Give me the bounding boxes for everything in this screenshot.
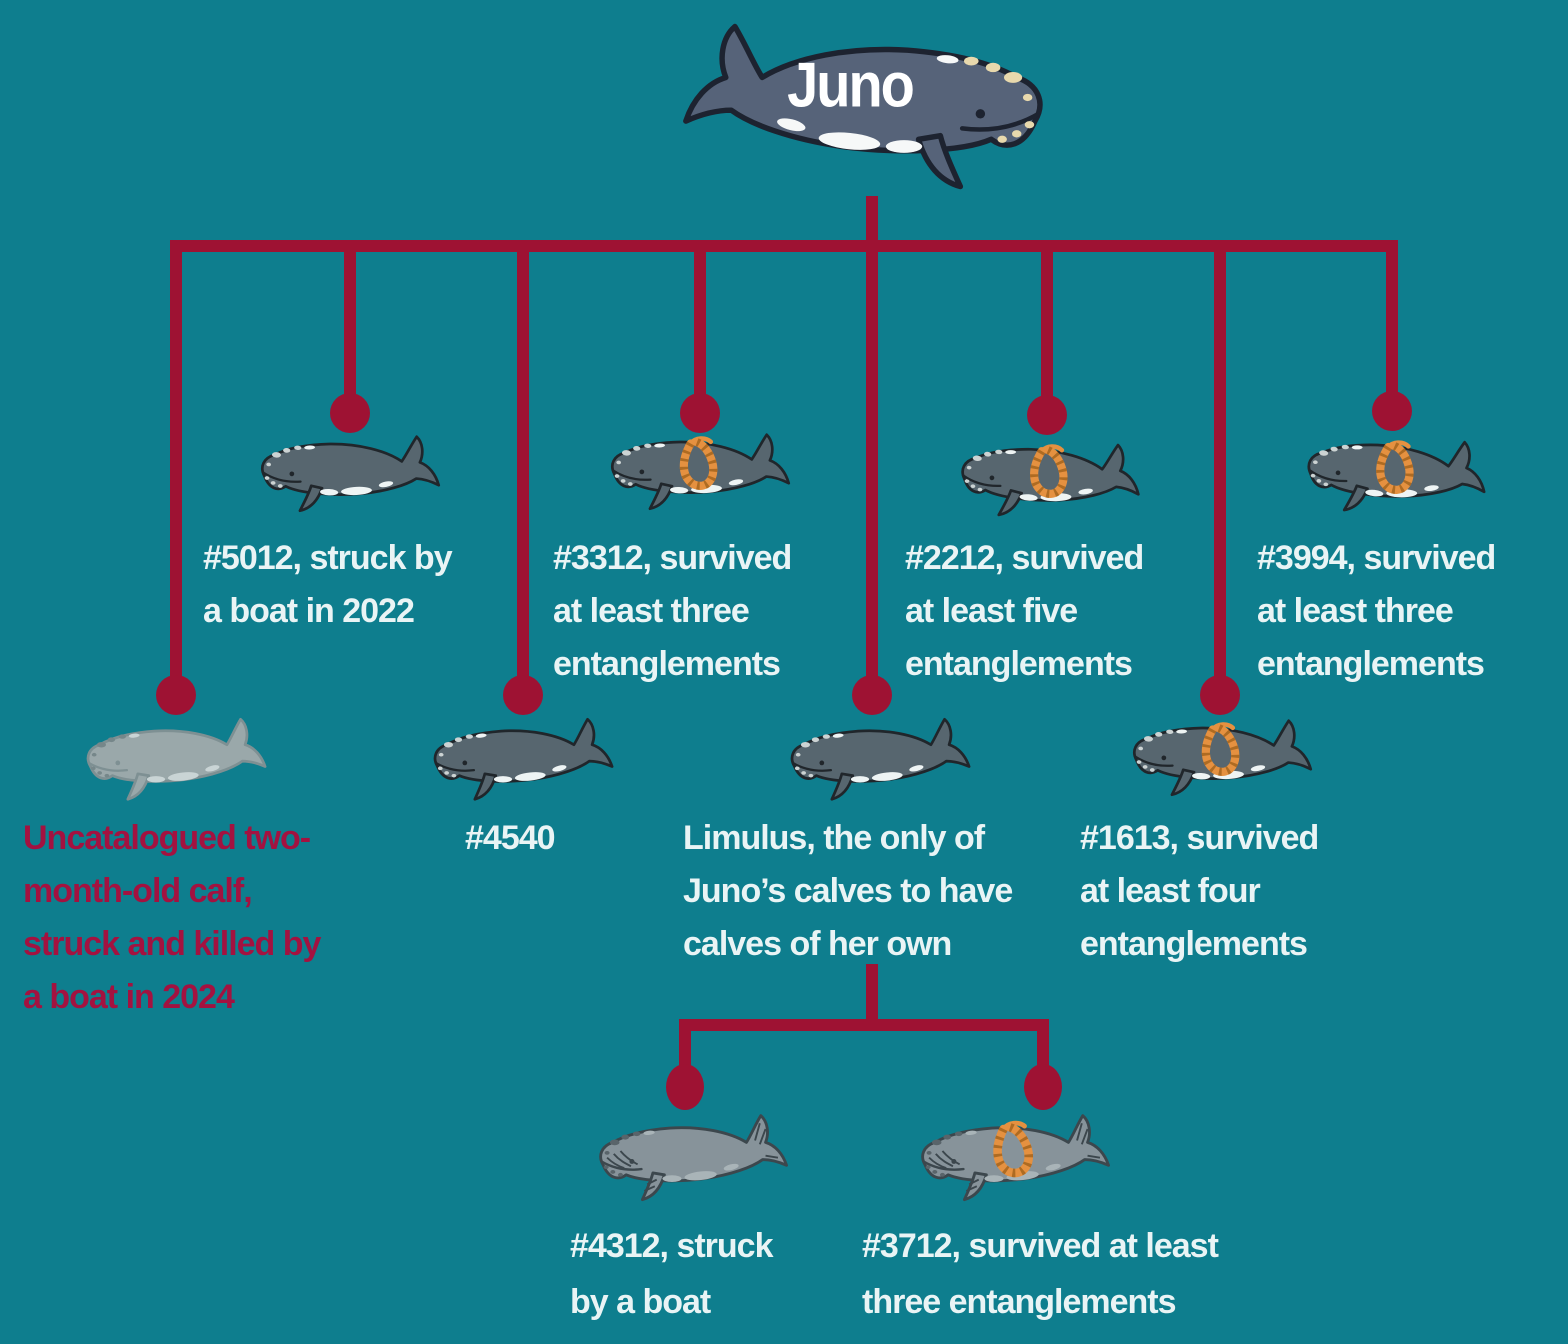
node-dot-2212 [1027, 395, 1067, 435]
node-dot-3712 [1024, 1064, 1062, 1110]
node-label-1613: #1613, survived at least four entangleme… [1080, 819, 1319, 963]
connector-drop-3312 [694, 246, 706, 397]
node-dot-uncatalogued [156, 675, 196, 715]
entangled-right-whale-icon [1130, 711, 1315, 804]
node-dot-3312 [680, 393, 720, 433]
connector-main-horizontal [170, 240, 1398, 252]
entangled-feeding-right-whale-icon [921, 1114, 1110, 1202]
connector-drop-2212 [1041, 246, 1053, 399]
entangled-right-whale-icon [1303, 424, 1491, 526]
connector-drop-limulus [866, 246, 878, 679]
node-dot-4312 [666, 1064, 704, 1110]
node-label-3994: #3994, survived at least three entanglem… [1257, 539, 1496, 683]
connector-root-stub [866, 196, 878, 246]
connector-sub-horizontal [679, 1019, 1049, 1031]
connector-limulus-stub [866, 964, 878, 1025]
node-label-limulus: Limulus, the only of Juno’s calves to ha… [683, 819, 1013, 963]
node-label-4312: #4312, struck by a boat [570, 1227, 773, 1321]
node-label-3312: #3312, survived at least three entanglem… [553, 539, 792, 683]
feeding-right-whale-icon [599, 1114, 788, 1202]
node-dot-5012 [330, 393, 370, 433]
right-whale-icon [790, 717, 971, 801]
entangled-right-whale-icon [608, 425, 793, 518]
calf-silhouette-icon [86, 717, 267, 801]
connector-drop-5012 [344, 246, 356, 397]
right-whale-icon [258, 427, 443, 520]
node-dot-4540 [503, 675, 543, 715]
node-dot-3994 [1372, 391, 1412, 431]
node-dot-limulus [852, 675, 892, 715]
root-label: Juno [787, 49, 915, 120]
node-label-4540: #4540 [465, 819, 556, 857]
entangled-right-whale-icon [957, 430, 1144, 529]
connector-drop-3994 [1386, 246, 1398, 397]
connector-drop-3712 [1037, 1031, 1049, 1073]
connector-drop-1613 [1214, 246, 1226, 679]
right-whale-icon [433, 717, 614, 801]
node-label-5012: #5012, struck by a boat in 2022 [203, 539, 453, 630]
node-label-2212: #2212, survived at least five entangleme… [905, 539, 1144, 683]
connector-drop-4312 [679, 1031, 691, 1073]
node-label-uncatalogued: Uncatalogued two- month-old calf, struck… [23, 819, 321, 1016]
node-label-3712: #3712, survived at least three entanglem… [862, 1227, 1219, 1321]
connector-drop-4540 [517, 246, 529, 679]
connector-drop-uncatalogued [170, 246, 182, 679]
node-dot-1613 [1200, 675, 1240, 715]
